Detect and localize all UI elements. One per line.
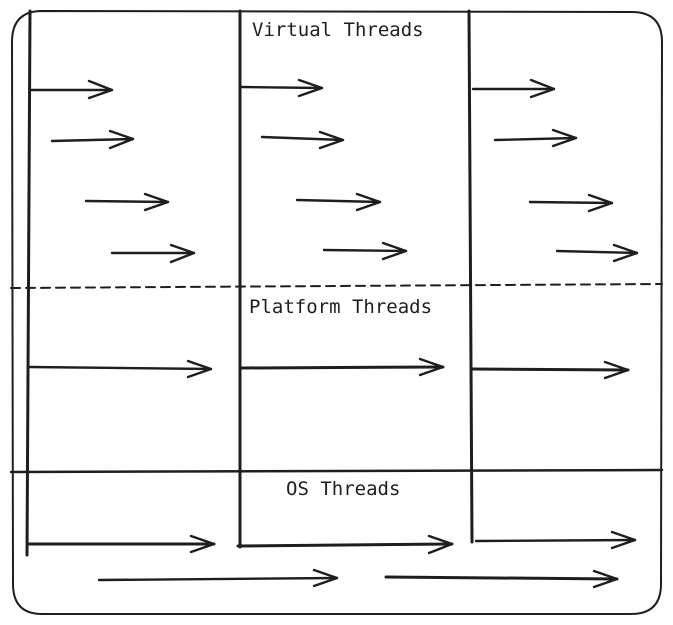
platform-thread-arrow (470, 360, 630, 380)
virtual-thread-arrow (240, 78, 324, 98)
virtual-thread-arrow (84, 192, 170, 212)
virtual-thread-arrow (528, 193, 614, 213)
outer-frame (11, 10, 663, 615)
virtual-thread-arrow (110, 243, 196, 264)
column-divider-left (25, 9, 32, 557)
section-label-virtual-threads: Virtual Threads (252, 19, 424, 41)
dashed-separator (10, 283, 663, 289)
section-label-platform-threads: Platform Threads (249, 296, 432, 318)
virtual-thread-arrow (295, 192, 382, 212)
virtual-thread-arrow (28, 79, 114, 100)
platform-thread-arrow (28, 359, 213, 379)
os-thread-arrow (384, 569, 619, 589)
virtual-thread-arrow (555, 243, 639, 263)
os-thread-arrow (236, 534, 454, 555)
os-thread-arrow (474, 530, 637, 550)
platform-thread-arrow (240, 357, 445, 377)
virtual-thread-arrow (471, 78, 556, 99)
virtual-thread-arrow (322, 241, 408, 261)
section-label-os-threads: OS Threads (286, 478, 400, 500)
virtual-thread-arrow (50, 129, 135, 150)
os-thread-arrow (97, 568, 339, 588)
virtual-thread-arrow (493, 128, 578, 148)
solid-separator (9, 468, 664, 474)
virtual-thread-arrow (260, 130, 345, 150)
column-divider-right (467, 9, 474, 544)
os-thread-arrow (27, 534, 216, 554)
